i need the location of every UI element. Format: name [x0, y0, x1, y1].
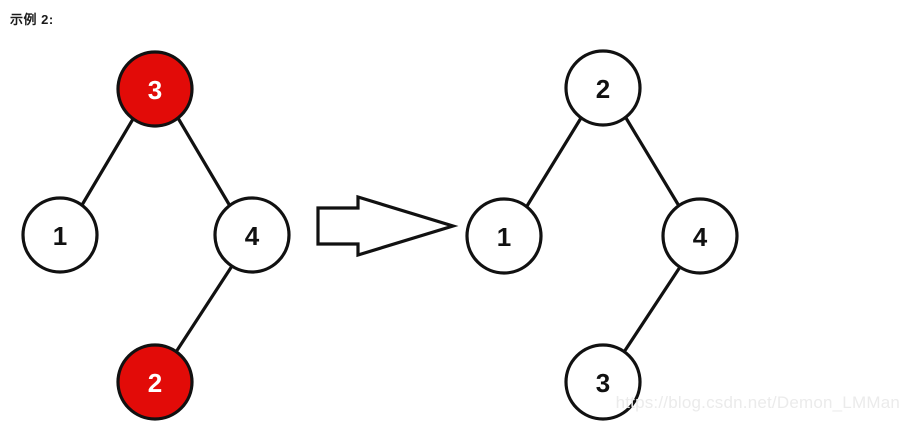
node-label: 2 — [596, 74, 610, 104]
node-label: 3 — [148, 75, 162, 105]
node-label: 1 — [497, 222, 511, 252]
input-tree: 3 1 4 2 — [21, 50, 291, 421]
edge-4-to-3 — [622, 265, 682, 354]
page-title: 示例 2: — [10, 12, 54, 27]
output-tree-edges — [525, 116, 682, 354]
node-1-white[interactable]: 1 — [21, 196, 99, 274]
input-tree-edges — [80, 116, 234, 354]
edge-2-to-4 — [624, 116, 681, 208]
edge-4-to-2 — [174, 264, 234, 354]
node-circle — [661, 197, 739, 275]
node-4-out-white[interactable]: 4 — [661, 197, 739, 275]
node-circle — [465, 197, 543, 275]
edge-3-to-4 — [176, 116, 232, 208]
node-4-white[interactable]: 4 — [213, 196, 291, 274]
node-circle — [116, 343, 194, 421]
edge-3-to-1 — [80, 117, 135, 207]
edge-2-to-1 — [525, 116, 583, 208]
node-circle — [21, 196, 99, 274]
node-label: 4 — [245, 221, 260, 251]
node-label: 2 — [148, 368, 162, 398]
node-2-red[interactable]: 2 — [116, 343, 194, 421]
watermark-text: https://blog.csdn.net/Demon_LMMan — [615, 393, 900, 412]
node-label: 1 — [53, 221, 67, 251]
transform-arrow — [316, 194, 459, 258]
node-circle — [564, 49, 642, 127]
node-3-out-white[interactable]: 3 — [564, 343, 642, 421]
node-1-out-white[interactable]: 1 — [465, 197, 543, 275]
node-circle — [213, 196, 291, 274]
arrow-right-icon — [316, 194, 459, 258]
node-label: 4 — [693, 222, 708, 252]
node-3-red[interactable]: 3 — [116, 50, 194, 128]
node-label: 3 — [596, 368, 610, 398]
node-circle — [564, 343, 642, 421]
output-tree: 2 1 4 3 — [465, 49, 739, 421]
node-2-root-white[interactable]: 2 — [564, 49, 642, 127]
node-circle — [116, 50, 194, 128]
